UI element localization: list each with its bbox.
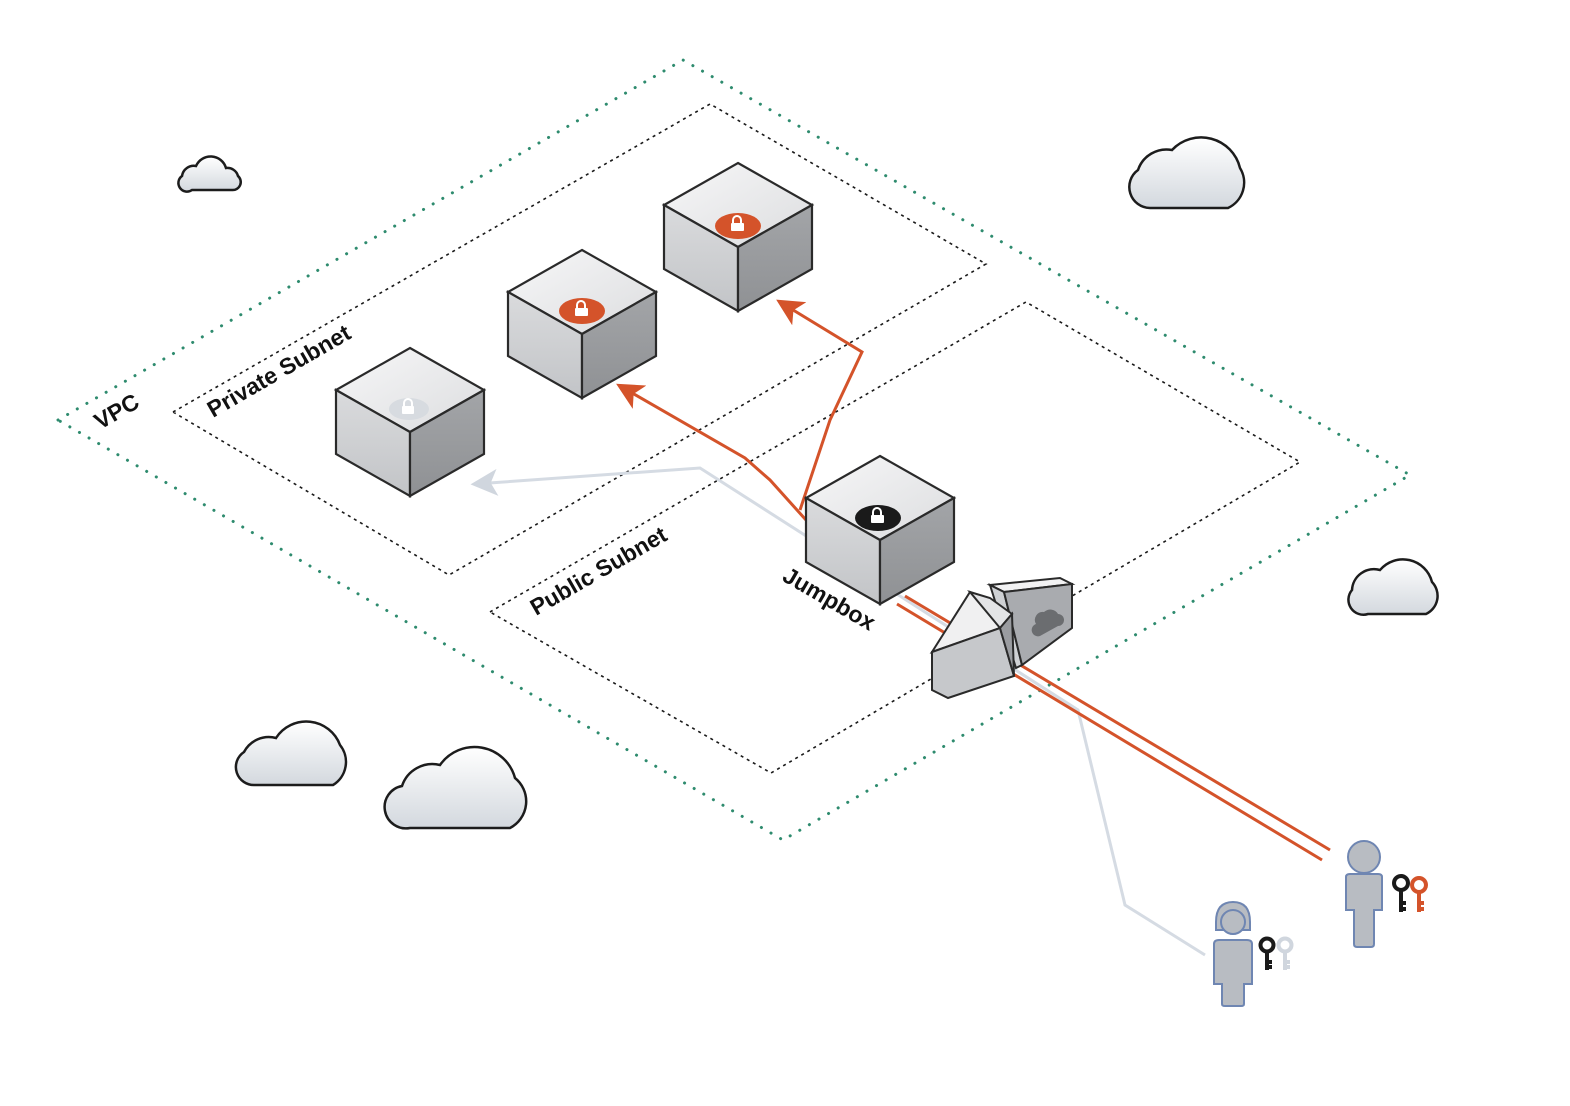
limited-access-path [470,466,1206,957]
lock-icon [389,398,429,420]
cloud-icon [234,720,348,787]
key-icon [1392,874,1410,912]
private-subnet-boundary [171,103,988,576]
cloud-icon [1128,136,1246,210]
key-icon [1410,876,1428,912]
private-server-2[interactable] [505,248,659,400]
key-icon [1276,936,1294,970]
user-icon [1213,900,1253,1007]
cloud-icon [383,745,528,830]
lock-icon [559,298,605,324]
limited-user[interactable] [1213,900,1294,1007]
public-subnet-label: Public Subnet [526,521,672,620]
cloud-icon [1031,609,1064,637]
admin-access-path-2 [616,383,808,522]
private-server-1[interactable] [333,346,487,498]
user-icon [1345,840,1383,948]
jumpbox-server[interactable] [803,454,957,606]
admin-user[interactable] [1345,840,1428,948]
vpc-label: VPC [90,388,144,434]
vpc-boundary [55,58,1414,842]
admin-access-path-3 [776,299,864,511]
cloud-icon [177,155,242,193]
private-server-3[interactable] [661,161,815,313]
cloud-icon [1347,558,1439,616]
private-subnet-label: Private Subnet [203,319,356,422]
lock-icon [855,505,901,531]
key-icon [1258,936,1276,970]
gateway-icon[interactable] [929,576,1076,700]
lock-icon [715,213,761,239]
